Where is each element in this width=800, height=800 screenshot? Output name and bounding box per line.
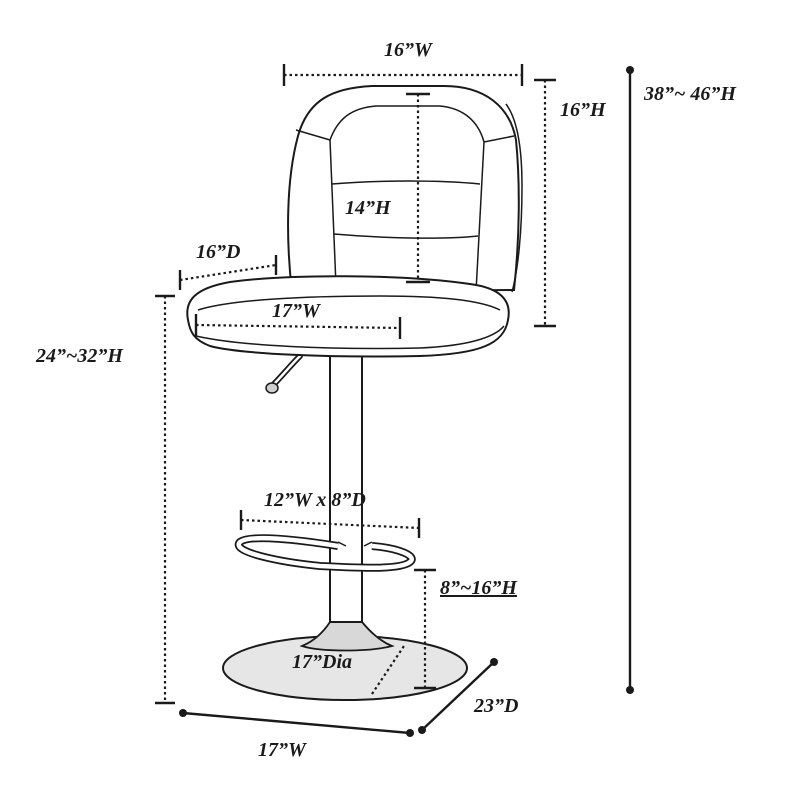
label-total-height: 38”~ 46”H [643,83,737,105]
footrest-ring [234,534,416,572]
dim-footrest-height [414,568,436,690]
gas-lift-pole [329,352,363,623]
dim-back-panel-height [406,92,430,284]
label-back-width: 16”W [384,39,433,61]
dim-seat-depth [178,255,278,290]
dim-base-diameter [371,645,405,695]
label-seat-width: 17”W [272,300,321,322]
dim-seat-width [194,314,402,339]
backrest [287,85,523,294]
label-base-width: 17”W [258,739,307,761]
label-footrest-height: 8”~16”H [440,577,518,599]
dim-footrest-size [239,510,421,538]
dim-total-height [626,66,634,694]
dim-base-depth [418,658,498,734]
label-footrest-size: 12”W x 8”D [264,489,366,511]
label-base-depth: 23”D [473,695,518,717]
dim-back-height [534,78,556,328]
dim-base-width [179,709,414,737]
label-seat-height: 24”~32”H [35,345,124,367]
label-back-panel-height: 14”H [345,197,392,219]
label-back-height: 16”H [560,99,607,121]
label-base-diameter: 17”Dia [292,651,352,673]
dim-seat-height [155,294,175,705]
label-seat-depth: 16”D [196,241,240,263]
dim-back-width [282,64,524,86]
base-cone [299,621,395,652]
seat-cushion [186,275,510,358]
seat-lever [265,353,303,394]
